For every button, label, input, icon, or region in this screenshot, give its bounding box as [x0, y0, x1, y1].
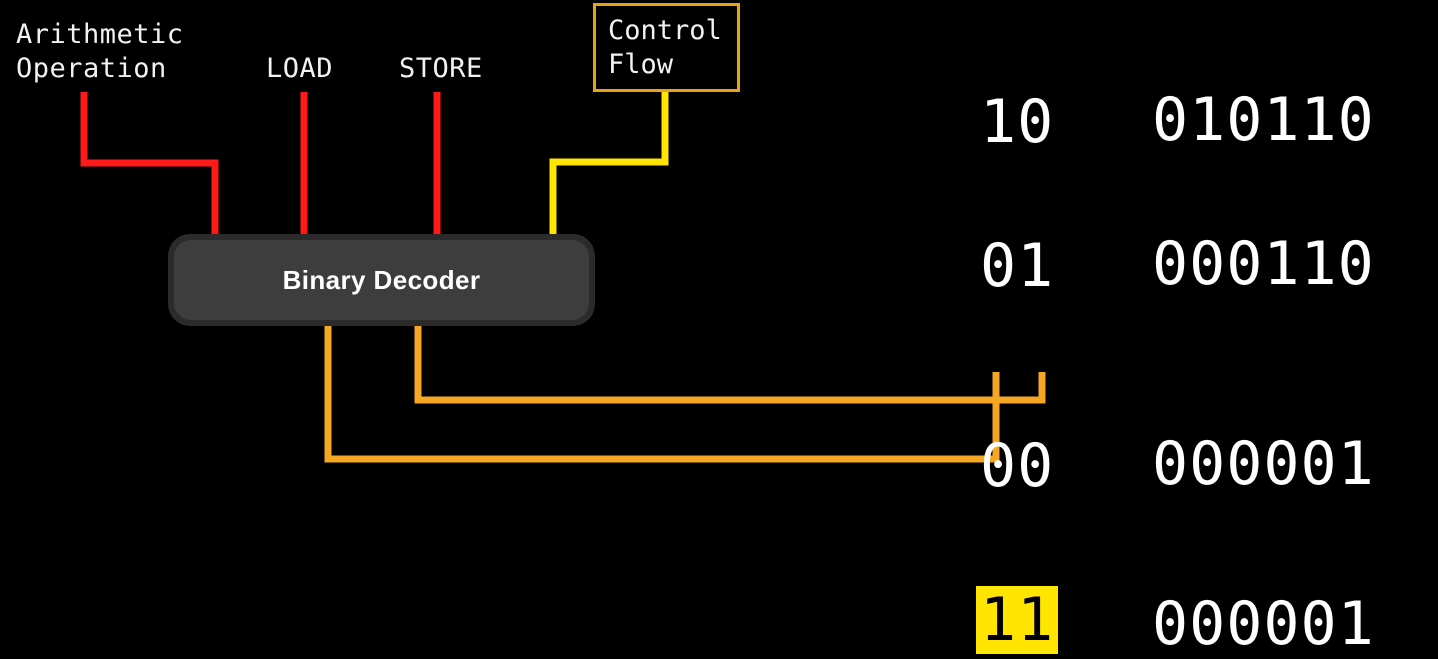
control-flow-label: Control Flow — [608, 15, 722, 80]
wire-layer — [80, 92, 1046, 463]
truth-row-key: 10 — [980, 87, 1055, 157]
wire-output-outer — [324, 324, 1000, 463]
binary-decoder-body: Binary Decoder — [174, 240, 589, 320]
diagram-canvas: Arithmetic Operation LOAD STORE Control … — [16, 3, 1375, 656]
truth-row-value: 000001 — [1152, 429, 1375, 499]
input-label-load: LOAD — [266, 53, 334, 84]
truth-row-key: 01 — [980, 231, 1055, 301]
wire-control-flow — [549, 92, 669, 236]
truth-row-value: 000001 — [1152, 589, 1375, 659]
truth-row-value: 000110 — [1152, 229, 1375, 299]
truth-row-key-highlighted[interactable]: 11 — [976, 586, 1059, 654]
truth-row-value: 010110 — [1152, 85, 1375, 155]
truth-row-key: 00 — [980, 431, 1055, 501]
control-flow-box[interactable]: Control Flow — [593, 3, 740, 92]
binary-decoder-label: Binary Decoder — [282, 264, 481, 295]
input-label-arithmetic-operation: Arithmetic Operation — [16, 19, 184, 84]
wire-arithmetic-operation — [80, 92, 219, 236]
binary-decoder-node[interactable]: Binary Decoder — [168, 234, 595, 326]
wire-output-inner — [414, 324, 1046, 404]
input-label-store: STORE — [399, 53, 483, 84]
